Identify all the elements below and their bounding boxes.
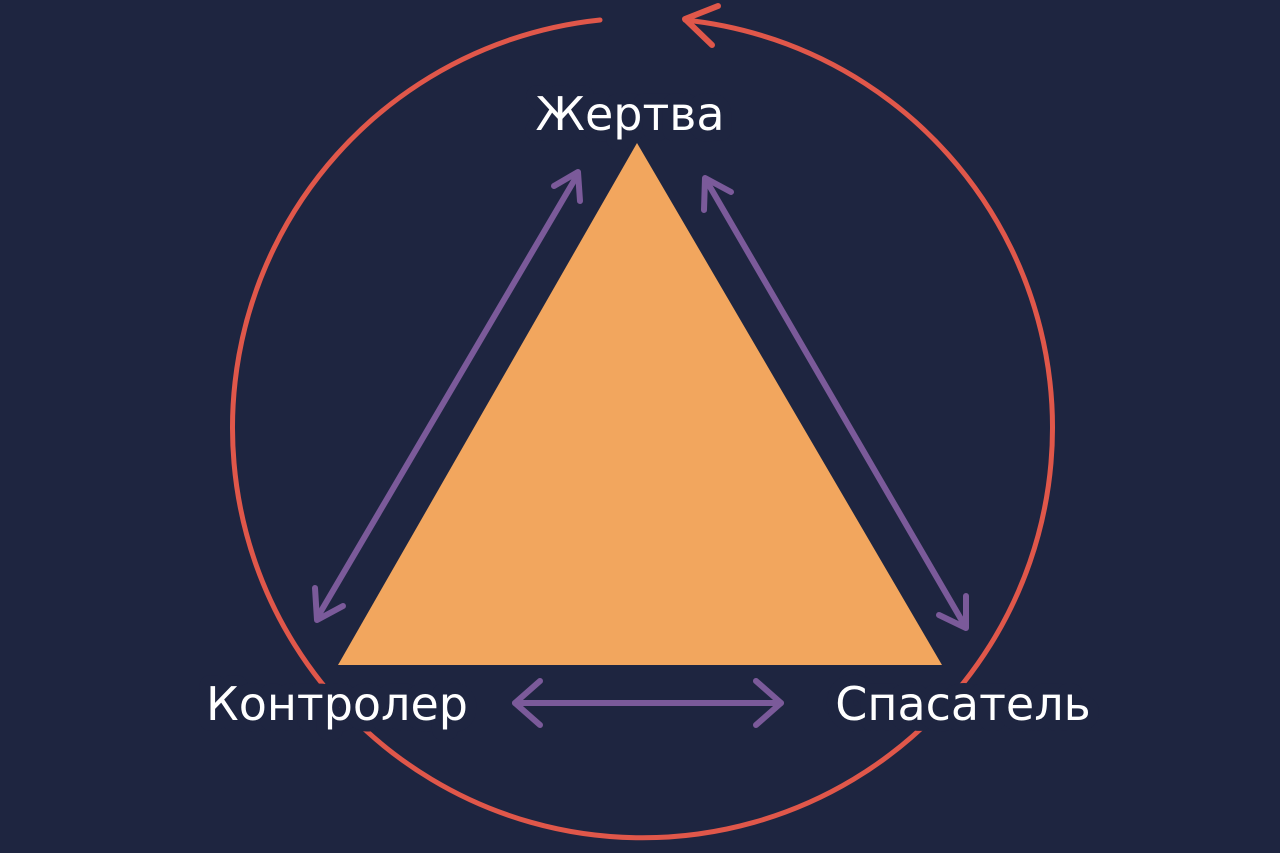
cycle-circle xyxy=(230,17,1055,841)
arrow-victim-rescuer xyxy=(701,175,969,631)
cycle-arrowhead-icon xyxy=(682,3,721,48)
arrow-controller-rescuer xyxy=(512,678,784,728)
node-label-victim: Жертва xyxy=(535,87,724,141)
node-label-controller: Контролер xyxy=(206,677,468,731)
triangle xyxy=(338,143,942,665)
node-label-rescuer: Спасатель xyxy=(835,677,1090,731)
arrow-victim-controller xyxy=(312,169,583,623)
